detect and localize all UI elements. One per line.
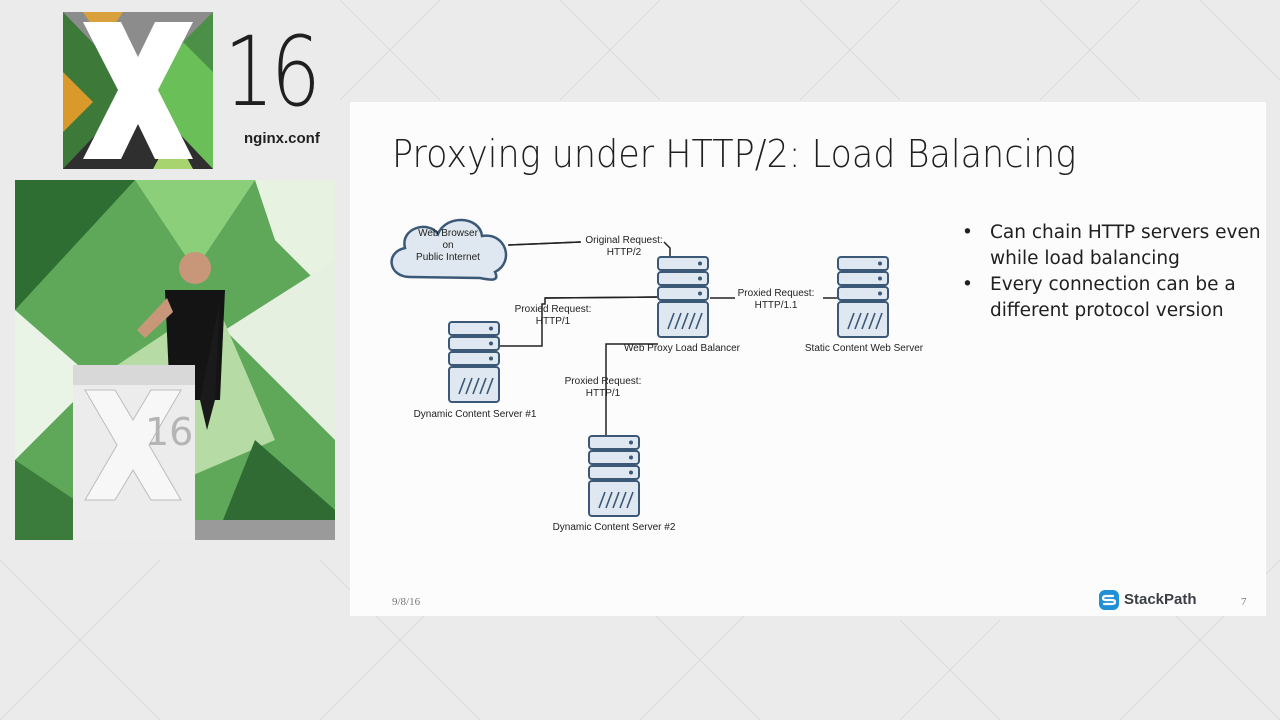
bullet-item: Every connection can be a different prot… <box>962 272 1262 324</box>
original-request-label: Original Request: <box>585 235 662 246</box>
proxied-dynamic1-label: Proxied Request: <box>515 304 592 315</box>
dynamic-server-2-label: Dynamic Content Server #2 <box>553 522 676 533</box>
conference-number: 16 <box>224 16 321 128</box>
slide-date: 9/8/16 <box>392 596 421 608</box>
svg-text:16: 16 <box>145 410 193 454</box>
proxied-static-protocol: HTTP/1.1 <box>755 300 798 311</box>
bullet-item: Can chain HTTP servers even while load b… <box>962 220 1262 272</box>
proxied-dynamic1-protocol: HTTP/1 <box>536 316 571 327</box>
stackpath-icon <box>1099 590 1119 610</box>
browser-label-line1: Web Browser <box>418 228 479 239</box>
original-request-protocol: HTTP/2 <box>607 247 642 258</box>
browser-label-line3: Public Internet <box>416 252 480 263</box>
proxied-static-label: Proxied Request: <box>738 288 815 299</box>
network-diagram: Web Browser on Public Internet Web Proxy… <box>390 218 924 533</box>
slide-page-number: 7 <box>1241 596 1247 608</box>
static-server-label: Static Content Web Server <box>805 343 924 354</box>
load-balancer-server-icon <box>657 256 709 338</box>
proxied-dynamic2-label: Proxied Request: <box>565 376 642 387</box>
brand-logo: StackPath <box>1098 589 1197 611</box>
dynamic-server-1-icon <box>448 321 500 403</box>
conference-name: nginx.conf <box>244 130 320 147</box>
browser-label-line2: on <box>442 240 453 251</box>
bullet-list: Can chain HTTP servers even while load b… <box>962 220 1262 324</box>
load-balancer-label: Web Proxy Load Balancer <box>624 343 741 354</box>
nginx-conf-logo <box>63 12 213 169</box>
dynamic-server-2-icon <box>588 435 640 517</box>
cloud-icon <box>390 218 508 281</box>
slide-title: Proxying under HTTP/2: Load Balancing <box>392 132 1077 176</box>
dynamic-server-1-label: Dynamic Content Server #1 <box>414 409 537 420</box>
proxied-dynamic2-protocol: HTTP/1 <box>586 388 621 399</box>
static-server-icon <box>837 256 889 338</box>
presentation-slide: Proxying under HTTP/2: Load Balancing <box>350 102 1266 616</box>
speaker-video: 16 <box>15 180 335 540</box>
brand-name: StackPath <box>1124 591 1197 608</box>
